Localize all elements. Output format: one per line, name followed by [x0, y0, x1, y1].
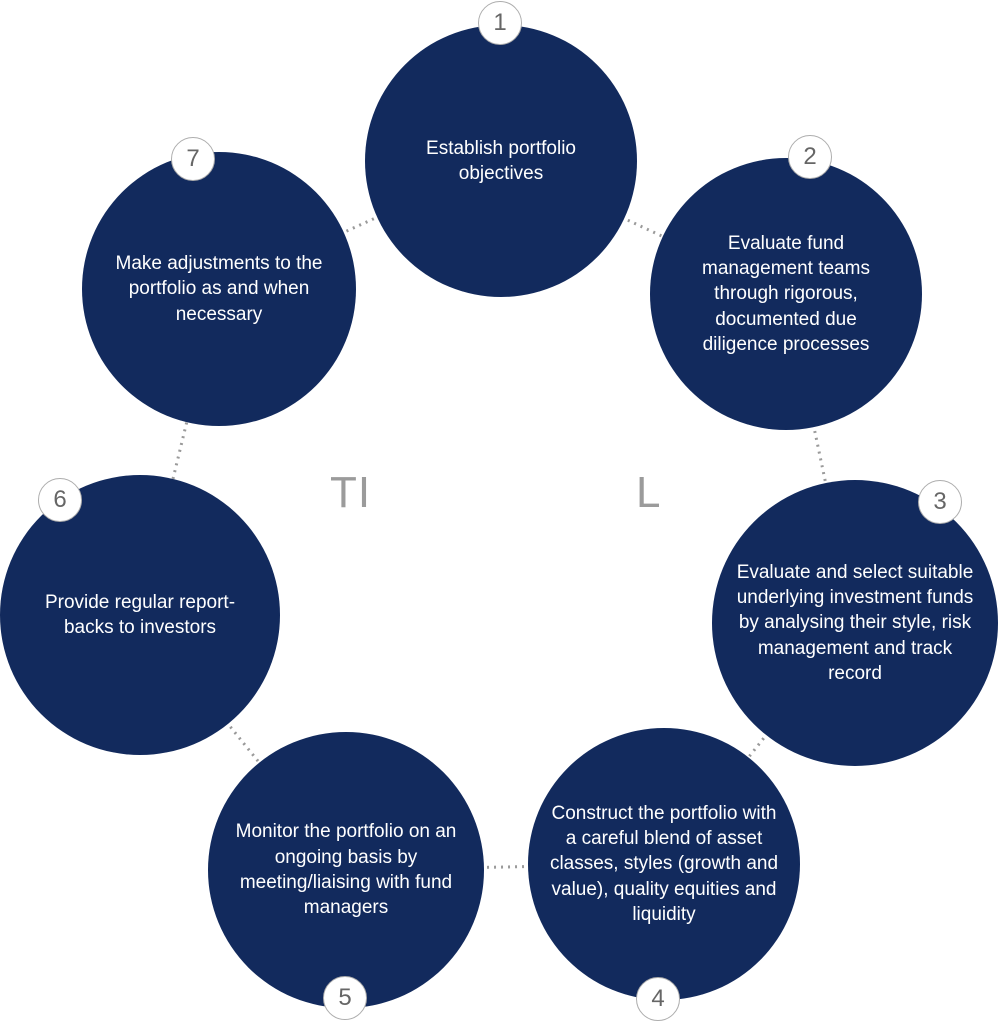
watermark-text-left: TI	[330, 468, 372, 517]
step-number-badge-7: 7	[171, 137, 215, 181]
step-circle-6: Provide regular report-backs to investor…	[0, 475, 280, 755]
step-number-badge-3: 3	[918, 480, 962, 524]
step-circle-4: Construct the portfolio with a careful b…	[528, 728, 800, 1021]
step-text-6: Provide regular report-backs to investor…	[44, 591, 236, 638]
step-number-badge-5: 5	[323, 976, 367, 1020]
step-number-badge-1: 1	[478, 1, 522, 45]
step-text-3: Evaluate and select suitable underlying …	[736, 561, 974, 684]
step-circle-1: Establish portfolio objectives 1	[365, 1, 637, 297]
step-circle-7: Make adjustments to the portfolio as and…	[82, 137, 356, 426]
step-text-7: Make adjustments to the portfolio as and…	[115, 253, 323, 325]
step-circle-5: Monitor the portfolio on an ongoing basi…	[208, 732, 484, 1020]
step-text-5: Monitor the portfolio on an ongoing basi…	[235, 821, 457, 919]
step-circle-2: Evaluate fund management teams through r…	[650, 135, 922, 430]
connector-7-1	[218, 159, 502, 291]
step-text-4: Construct the portfolio with a careful b…	[549, 802, 779, 925]
step-number-badge-6: 6	[38, 478, 82, 522]
step-number-badge-4: 4	[636, 977, 680, 1021]
step-text-1: Establish portfolio objectives	[426, 137, 576, 184]
step-text-2: Evaluate fund management teams through r…	[702, 232, 870, 355]
step-circle-3: Evaluate and select suitable underlying …	[712, 480, 998, 766]
watermark-text-right: L	[636, 468, 662, 517]
step-number-badge-2: 2	[788, 135, 832, 179]
